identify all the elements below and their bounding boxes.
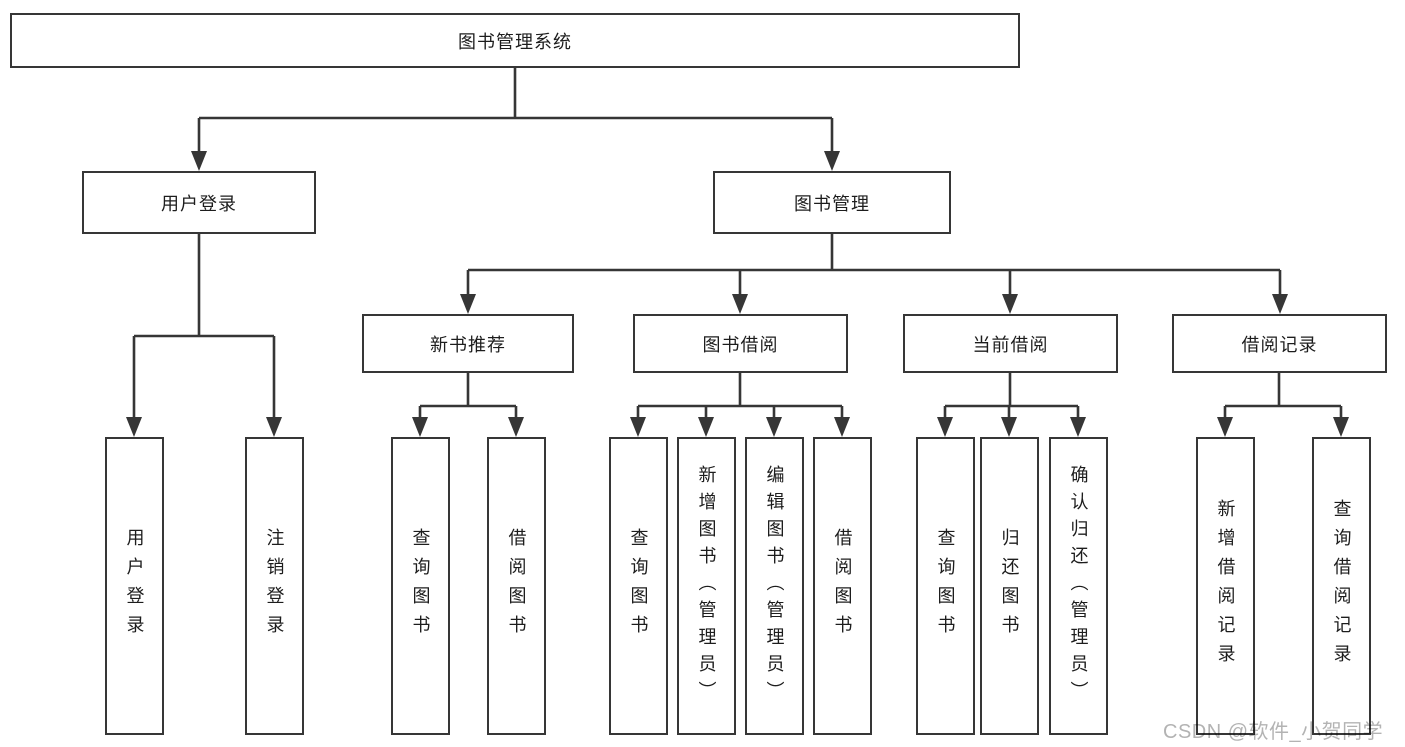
leaf-return-books: 归还图书 — [980, 437, 1039, 735]
leaf-confirm-return-admin: 确认归还（管理员） — [1049, 437, 1108, 735]
node-borrowing-records-label: 借阅记录 — [1241, 334, 1318, 355]
node-current-borrowing: 当前借阅 — [903, 314, 1118, 373]
leaf-query-books-recommend: 查询图书 — [391, 437, 450, 735]
leaf-add-books-admin: 新增图书（管理员） — [677, 437, 736, 735]
node-book-management-label: 图书管理 — [794, 193, 870, 214]
leaf-logout: 注销登录 — [245, 437, 304, 735]
node-new-book-recommend: 新书推荐 — [362, 314, 574, 373]
node-user-login: 用户登录 — [82, 171, 316, 234]
node-system-root: 图书管理系统 — [10, 13, 1020, 68]
leaf-query-books-borrowing-label: 查询图书 — [628, 528, 649, 644]
leaf-add-books-admin-label: 新增图书（管理员） — [696, 464, 717, 708]
leaf-query-books-borrowing: 查询图书 — [609, 437, 668, 735]
node-book-borrowing: 图书借阅 — [633, 314, 848, 373]
node-book-borrowing-label: 图书借阅 — [702, 334, 779, 355]
leaf-edit-books-admin-label: 编辑图书（管理员） — [764, 464, 785, 708]
leaf-borrow-books-label: 借阅图书 — [832, 528, 853, 644]
leaf-user-login: 用户登录 — [105, 437, 164, 735]
leaf-query-borrow-record-label: 查询借阅记录 — [1331, 499, 1352, 673]
leaf-add-borrow-record: 新增借阅记录 — [1196, 437, 1255, 735]
leaf-query-books-current-label: 查询图书 — [935, 528, 956, 644]
node-book-management: 图书管理 — [713, 171, 951, 234]
leaf-query-books-recommend-label: 查询图书 — [410, 528, 431, 644]
leaf-user-login-label: 用户登录 — [124, 528, 145, 644]
node-current-borrowing-label: 当前借阅 — [972, 334, 1049, 355]
node-user-login-label: 用户登录 — [161, 193, 237, 214]
leaf-borrow-books-recommend-label: 借阅图书 — [506, 528, 527, 644]
leaf-logout-label: 注销登录 — [264, 528, 285, 644]
leaf-confirm-return-admin-label: 确认归还（管理员） — [1068, 464, 1089, 708]
node-system-root-label: 图书管理系统 — [458, 31, 572, 52]
node-new-book-recommend-label: 新书推荐 — [430, 334, 506, 355]
leaf-add-borrow-record-label: 新增借阅记录 — [1215, 499, 1236, 673]
watermark: CSDN @软件_小贺同学 — [1163, 721, 1384, 743]
leaf-borrow-books-recommend: 借阅图书 — [487, 437, 546, 735]
node-borrowing-records: 借阅记录 — [1172, 314, 1387, 373]
leaf-edit-books-admin: 编辑图书（管理员） — [745, 437, 804, 735]
leaf-query-books-current: 查询图书 — [916, 437, 975, 735]
leaf-borrow-books: 借阅图书 — [813, 437, 872, 735]
leaf-query-borrow-record: 查询借阅记录 — [1312, 437, 1371, 735]
leaf-return-books-label: 归还图书 — [999, 528, 1020, 644]
